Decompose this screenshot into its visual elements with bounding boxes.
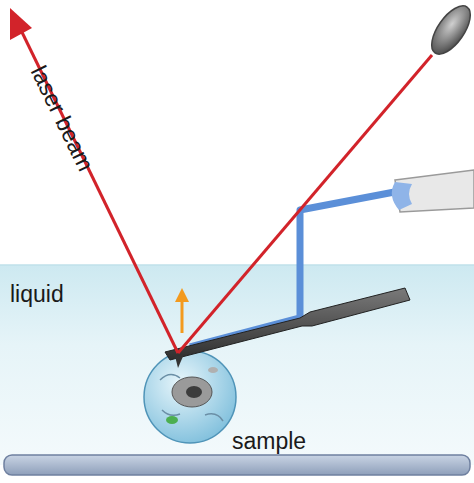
cantilever-tip	[175, 354, 184, 368]
beam-label: laser beam	[27, 62, 98, 174]
deflection-arrow	[181, 300, 184, 333]
sample-label: sample	[232, 430, 306, 453]
medium-label: liquid	[10, 283, 64, 306]
liquid-bath	[0, 265, 474, 465]
cell-sample	[144, 351, 236, 443]
liquid-surface	[0, 264, 474, 266]
pipette-joint	[392, 182, 412, 210]
laser-arrowhead	[10, 8, 32, 40]
laser-beam-in	[178, 55, 432, 353]
photodetector	[424, 0, 474, 60]
deflection-arrowhead	[175, 288, 189, 302]
glass-slide	[4, 455, 470, 475]
